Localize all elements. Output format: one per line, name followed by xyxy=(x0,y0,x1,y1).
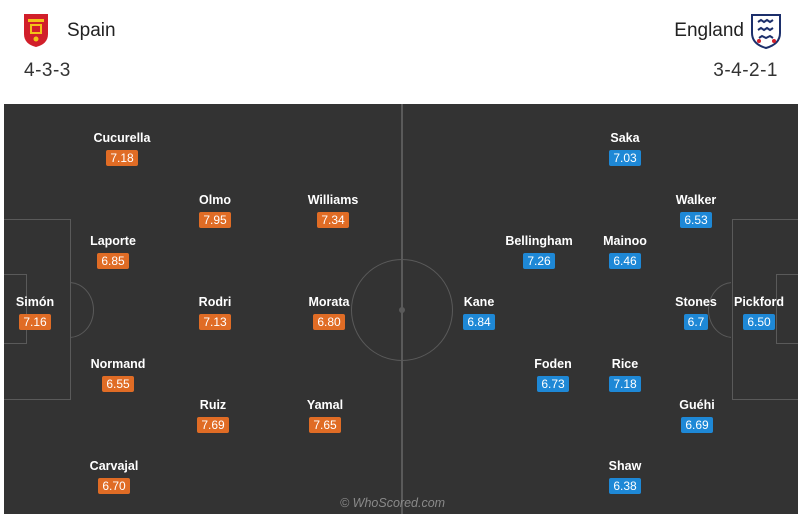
player-name: Olmo xyxy=(199,193,231,207)
player-name: Mainoo xyxy=(603,234,647,248)
player-rating: 6.85 xyxy=(97,253,129,269)
player-rating: 7.65 xyxy=(309,417,341,433)
player-rating: 6.46 xyxy=(609,253,641,269)
player-laporte[interactable]: Laporte 6.85 xyxy=(68,234,158,270)
home-team-name: Spain xyxy=(67,20,116,41)
player-saka[interactable]: Saka 7.03 xyxy=(580,131,670,167)
player-carvajal[interactable]: Carvajal 6.70 xyxy=(69,459,159,495)
player-rating: 7.18 xyxy=(106,150,138,166)
player-simon[interactable]: Simón 7.16 xyxy=(4,295,80,331)
player-rating: 6.84 xyxy=(463,314,495,330)
center-spot xyxy=(399,307,405,313)
player-rating: 6.73 xyxy=(537,376,569,392)
player-name: Williams xyxy=(307,193,359,207)
player-rating: 7.26 xyxy=(523,253,555,269)
match-header: Spain 4-3-3 England 3-4-2-1 xyxy=(0,0,800,103)
right-penalty-box xyxy=(732,219,798,400)
left-penalty-box xyxy=(4,219,71,400)
player-rating: 6.53 xyxy=(680,212,712,228)
spain-crest-icon xyxy=(24,14,48,47)
player-bellingham[interactable]: Bellingham 7.26 xyxy=(494,234,584,270)
england-crest-icon xyxy=(751,14,781,49)
player-name: Shaw xyxy=(608,459,642,473)
player-name: Bellingham xyxy=(505,234,573,248)
away-formation: 3-4-2-1 xyxy=(713,60,778,81)
player-rating: 7.13 xyxy=(199,314,231,330)
player-cucurella[interactable]: Cucurella 7.18 xyxy=(77,131,167,167)
watermark: © WhoScored.com xyxy=(340,496,446,510)
player-rating: 6.50 xyxy=(743,314,775,330)
player-name: Cucurella xyxy=(93,131,151,145)
player-rating: 7.18 xyxy=(609,376,641,392)
player-rating: 6.80 xyxy=(313,314,345,330)
player-walker[interactable]: Walker 6.53 xyxy=(651,193,741,229)
player-rating: 7.16 xyxy=(19,314,51,330)
player-name: Morata xyxy=(308,295,350,309)
pitch: Cucurella 7.18 Olmo 7.95 Williams 7.34 Lapo… xyxy=(4,104,798,514)
player-name: Ruiz xyxy=(199,398,227,412)
player-rating: 7.69 xyxy=(197,417,229,433)
player-name: Guéhi xyxy=(679,398,715,412)
player-mainoo[interactable]: Mainoo 6.46 xyxy=(580,234,670,270)
player-name: Stones xyxy=(675,295,717,309)
right-goal-box xyxy=(776,274,798,344)
player-name: Rice xyxy=(611,357,639,371)
player-rating: 6.38 xyxy=(609,478,641,494)
player-rating: 7.03 xyxy=(609,150,641,166)
player-name: Walker xyxy=(675,193,717,207)
left-goal-box xyxy=(4,274,27,344)
player-name: Normand xyxy=(90,357,146,371)
player-name: Laporte xyxy=(90,234,136,248)
player-rating: 6.69 xyxy=(681,417,713,433)
player-olmo[interactable]: Olmo 7.95 xyxy=(170,193,260,229)
player-morata[interactable]: Morata 6.80 xyxy=(284,295,374,331)
player-name: Simón xyxy=(15,295,55,309)
player-rating: 7.95 xyxy=(199,212,231,228)
player-rating: 6.7 xyxy=(683,314,709,330)
player-williams[interactable]: Williams 7.34 xyxy=(288,193,378,229)
player-kane[interactable]: Kane 6.84 xyxy=(434,295,524,331)
player-name: Pickford xyxy=(733,295,784,309)
player-rodri[interactable]: Rodri 7.13 xyxy=(170,295,260,331)
away-team-name: England xyxy=(674,20,744,41)
player-name: Rodri xyxy=(198,295,232,309)
home-formation: 4-3-3 xyxy=(24,60,71,81)
player-shaw[interactable]: Shaw 6.38 xyxy=(580,459,670,495)
player-ruiz[interactable]: Ruiz 7.69 xyxy=(168,398,258,434)
player-name: Foden xyxy=(534,357,572,371)
player-guehi[interactable]: Guéhi 6.69 xyxy=(652,398,742,434)
center-circle xyxy=(351,259,453,361)
player-foden[interactable]: Foden 6.73 xyxy=(508,357,598,393)
player-name: Kane xyxy=(463,295,495,309)
player-rice[interactable]: Rice 7.18 xyxy=(580,357,670,393)
player-name: Yamal xyxy=(306,398,344,412)
player-rating: 7.34 xyxy=(317,212,349,228)
player-stones[interactable]: Stones 6.7 xyxy=(651,295,741,331)
player-rating: 6.55 xyxy=(102,376,134,392)
player-normand[interactable]: Normand 6.55 xyxy=(73,357,163,393)
player-yamal[interactable]: Yamal 7.65 xyxy=(280,398,370,434)
player-pickford[interactable]: Pickford 6.50 xyxy=(714,295,798,331)
player-name: Carvajal xyxy=(89,459,139,473)
player-name: Saka xyxy=(610,131,640,145)
player-rating: 6.70 xyxy=(98,478,130,494)
